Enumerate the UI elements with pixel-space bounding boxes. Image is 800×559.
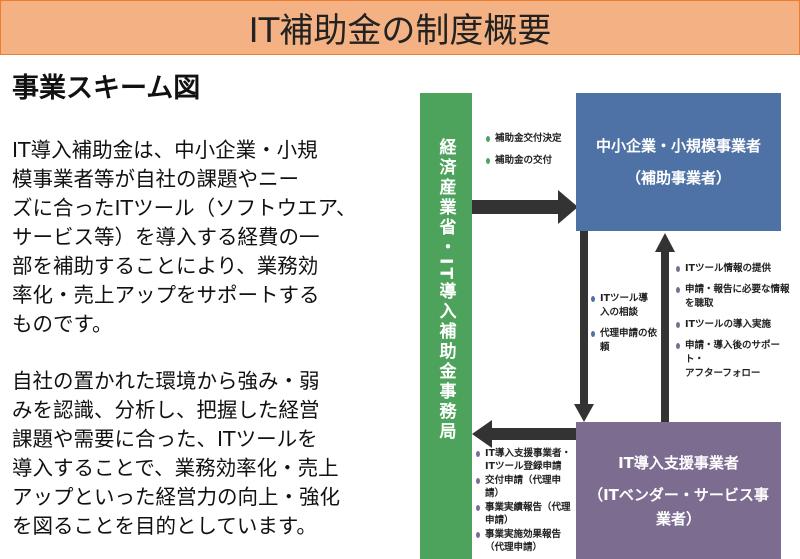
purpose-paragraph: 自社の置かれた環境から強み・弱 みを認識、分析し、把握した経営 課題や需要に合っ… bbox=[12, 369, 340, 538]
page-title: IT補助金の制度概要 bbox=[248, 11, 552, 51]
description-paragraph: IT導入補助金は、中小企業・小規 模事業者等が自社の課題やニー ズに合ったITツ… bbox=[12, 138, 357, 336]
sme-box: 中小企業・小規模事業者 （補助事業者） bbox=[576, 93, 781, 231]
note-item: 交付申請（代理申請） bbox=[476, 475, 574, 500]
sme-role: （補助事業者） bbox=[625, 169, 731, 187]
notes-sme-to-vendor: ITツール導入の相談 代理申請の依頼 bbox=[591, 292, 657, 362]
note-item: ITツール情報の提供 bbox=[676, 262, 792, 276]
note-item: 補助金交付決定 bbox=[486, 128, 562, 150]
vendor-name: IT導入支援事業者 bbox=[618, 453, 739, 472]
secretariat-box: 経済産業省・IT導入補助金事務局 bbox=[420, 93, 472, 559]
note-item: 補助金の交付 bbox=[486, 150, 562, 172]
vendor-role: （ITベンダー・サービス事業者） bbox=[588, 485, 769, 528]
note-item: IT導入支援事業者・ ITツール登録申請 bbox=[476, 448, 574, 473]
note-item: 申請・導入後のサポート・ アフターフォロー bbox=[676, 339, 792, 381]
arrow-up-to-sme bbox=[655, 233, 675, 422]
note-item: 申請・報告に必要な情報を聴取 bbox=[676, 283, 792, 311]
arrow-to-secretariat bbox=[472, 420, 578, 448]
vendor-box: IT導入支援事業者 （ITベンダー・サービス事業者） bbox=[576, 422, 781, 559]
sme-name: 中小企業・小規模事業者 bbox=[595, 137, 761, 155]
note-item: 事業実施効果報告（代理申請） bbox=[476, 529, 574, 554]
note-item: ITツールの導入実施 bbox=[676, 318, 792, 332]
arrow-down-to-vendor bbox=[574, 231, 594, 422]
notes-vendor-to-sme: ITツール情報の提供 申請・報告に必要な情報を聴取 ITツールの導入実施 申請・… bbox=[676, 262, 792, 388]
notes-vendor-to-secretariat: IT導入支援事業者・ ITツール登録申請 交付申請（代理申請） 事業実績報告（代… bbox=[476, 448, 574, 556]
note-item: 事業実績報告（代理申請） bbox=[476, 502, 574, 527]
section-heading: 事業スキーム図 bbox=[12, 73, 201, 104]
notes-to-sme: 補助金交付決定 補助金の交付 bbox=[486, 128, 562, 172]
note-item: ITツール導入の相談 bbox=[591, 292, 657, 320]
note-item: 代理申請の依頼 bbox=[591, 327, 657, 355]
arrow-to-sme bbox=[472, 190, 578, 224]
title-bar: IT補助金の制度概要 bbox=[0, 0, 800, 55]
